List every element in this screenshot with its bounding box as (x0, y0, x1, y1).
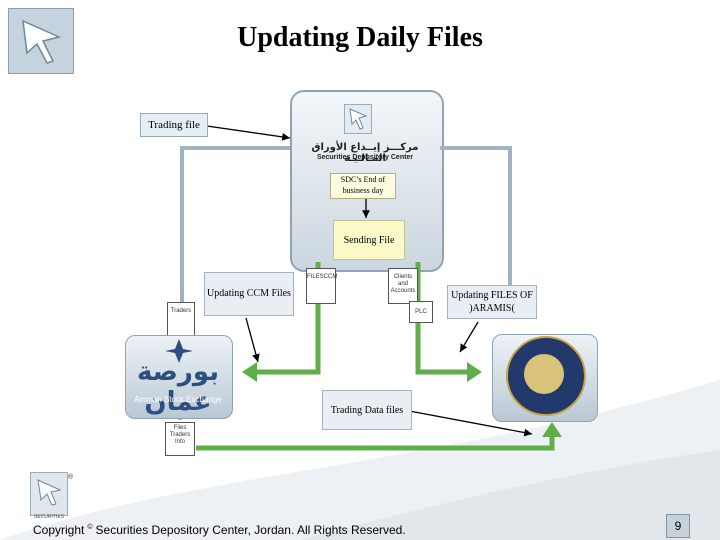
copyright-notice: Copyright©Securities Depository Center, … (33, 523, 406, 537)
footer-logo-text: SECURITIES (33, 514, 64, 520)
arrow-ccm (245, 317, 260, 363)
copyright-word: Copyright (33, 523, 85, 537)
sdc-name-arabic: مركـــز إيــداع الأوراق المـالـيـة (311, 142, 419, 164)
page-number: 9 (666, 514, 690, 538)
connector-left (180, 146, 290, 304)
document-icon-plc: PLC (409, 301, 433, 323)
exchange-name-english: Amman Stock Exchange (134, 395, 222, 404)
amman-stock-exchange-panel (125, 335, 233, 419)
trading-data-files-label: Trading Data files (322, 390, 412, 430)
footer-logo-icon (30, 472, 68, 516)
updating-ccm-label: Updating CCM Files (204, 272, 294, 316)
ase-star-icon (165, 339, 193, 363)
sdc-logo-icon (22, 19, 62, 64)
document-icon-traders: Traders (167, 302, 195, 338)
sending-file-label: Sending File (333, 220, 405, 260)
trading-file-label: Trading file (140, 113, 208, 137)
end-of-day-label: SDC’s End of business day (330, 173, 396, 199)
sdc-name-english: Securities Depository Center (316, 154, 414, 161)
copyright-symbol: © (87, 524, 93, 531)
document-icon-clients: Clients and Accounts (388, 268, 418, 304)
arrow-trading-data (403, 409, 533, 437)
page-title: Updating Daily Files (237, 22, 483, 53)
registered-mark: ® (68, 474, 74, 481)
sdc-panel-logo-icon (344, 104, 372, 134)
document-icon-filesccm: FILESCCM (306, 268, 337, 304)
arrow-trading-file (206, 125, 291, 141)
arrow-aramis (459, 321, 479, 353)
sdc-corner-logo (8, 8, 74, 74)
crown-emblem-icon (524, 354, 564, 394)
flow-arrow-right (415, 262, 482, 382)
connector-right (440, 146, 512, 290)
flow-arrow-bottom (196, 422, 562, 451)
copyright-text: Securities Depository Center, Jordan. Al… (95, 523, 406, 537)
exchange-name-arabic: بورصة عمان (137, 357, 219, 417)
document-icon-files-info: Files Traders Info (165, 422, 195, 456)
updating-files-of-label: Updating FILES OF )ARAMIS( (447, 285, 537, 319)
